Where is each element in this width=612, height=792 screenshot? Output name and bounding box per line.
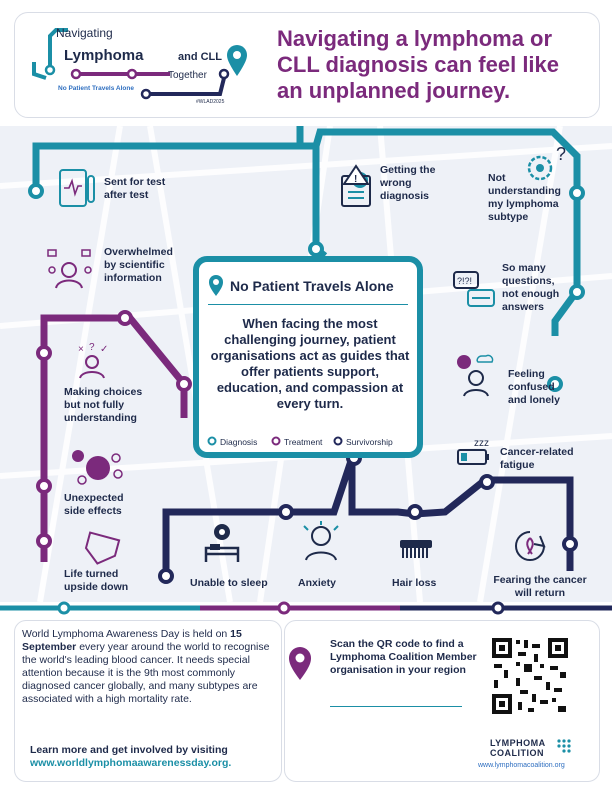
qr-divider [330,706,462,707]
comb-icon [400,540,432,558]
anxious-person-icon [303,521,339,561]
stop-anxiety: Anxiety [298,577,336,589]
center-divider [208,304,408,305]
warning-clipboard-icon: ! [341,164,371,207]
center-body: When facing the most challenging journey… [210,316,410,411]
side-effects-icon [72,450,123,485]
center-panel [193,256,423,458]
cta-text: Learn more and get involved by visiting [30,744,228,756]
upside-down-house-icon [84,531,121,565]
location-pin-icon [227,45,247,76]
stop-confused-lonely: Feeling confused and lonely [508,368,560,406]
org-name-1: LYMPHOMA [490,738,546,748]
qr-instruction: Scan the QR code to find a Lymphoma Coal… [330,638,477,676]
logo-line1: Navigating [56,26,113,40]
stop-so-many-questions: So many questions, not enough answers [502,262,560,313]
legend-treatment: Treatment [284,437,323,447]
center-pin-icon [209,275,223,296]
confused-person-icon [457,354,494,397]
bed-eye-icon [204,524,240,562]
stop-side-effects: Unexpected side effects [64,492,124,517]
svg-text:!: ! [354,174,357,185]
cell-question-icon: ? [527,144,566,181]
svg-text:✓: ✓ [100,344,108,355]
coalition-dots-icon [557,739,571,753]
stop-overwhelmed: Overwhelmed by scientific information [104,246,173,284]
svg-text:×: × [78,344,84,355]
logo-hashtag: #WLAD2025 [196,99,225,105]
logo-line2: Lymphoma [64,47,144,64]
svg-text:?: ? [556,144,566,164]
header-panel [14,12,600,118]
svg-text:?!?!: ?!?! [457,276,472,286]
stop-hair-loss: Hair loss [392,577,437,589]
choices-person-icon: × ? ✓ [78,342,108,379]
legend-diagnosis: Diagnosis [220,437,258,447]
legend-survivorship-marker [333,436,343,446]
low-battery-icon: zzz [457,438,489,465]
svg-text:?: ? [89,342,95,353]
legend-survivorship: Survivorship [346,437,393,447]
logo-tagline: No Patient Travels Alone [58,85,134,92]
stop-sent-for-test: Sent for test after test [104,176,166,201]
legend-treatment-marker [271,436,281,446]
info-panel [14,620,282,782]
org-link[interactable]: www.lymphomacoalition.org [478,762,565,769]
intro-pre: World Lymphoma Awareness Day is held on [22,628,231,640]
qr-code[interactable] [490,636,570,716]
wlad-link[interactable]: www.worldlymphomaawarenessday.org. [30,757,232,769]
svg-text:zzz: zzz [474,438,489,449]
ribbon-return-icon [515,531,546,561]
qr-pin-icon [289,647,311,680]
logo-line3: Together [168,70,207,81]
event-date: 15 September [22,628,242,653]
stop-life-upside-down: Life turned upside down [64,568,129,593]
stop-fatigue: Cancer-related fatigue [500,446,574,471]
logo-and-cll: and CLL [178,51,222,63]
stop-wrong-diagnosis: Getting the wrong diagnosis [380,164,436,202]
awareness-text: World Lymphoma Awareness Day is held on … [22,628,272,706]
tablet-test-icon [59,169,95,207]
org-name-2: COALITION [490,748,544,758]
center-title: No Patient Travels Alone [230,278,394,294]
intro-post: every year around the world to recognise… [22,641,270,705]
headline: Navigating a lymphoma or CLL diagnosis c… [277,26,560,103]
stop-not-understanding: Not understanding my lymphoma subtype [488,172,561,223]
route-divider [0,601,612,615]
stop-fearing-return: Fearing the cancer will return [493,574,587,599]
question-bubbles-icon: ?!?! [453,271,495,307]
overwhelmed-person-icon [47,249,92,289]
logo-route-graphic [32,28,230,100]
legend-diagnosis-marker [207,436,217,446]
stop-unable-to-sleep: Unable to sleep [190,577,268,589]
qr-panel [284,620,600,782]
stop-making-choices: Making choices but not fully understandi… [64,386,143,424]
